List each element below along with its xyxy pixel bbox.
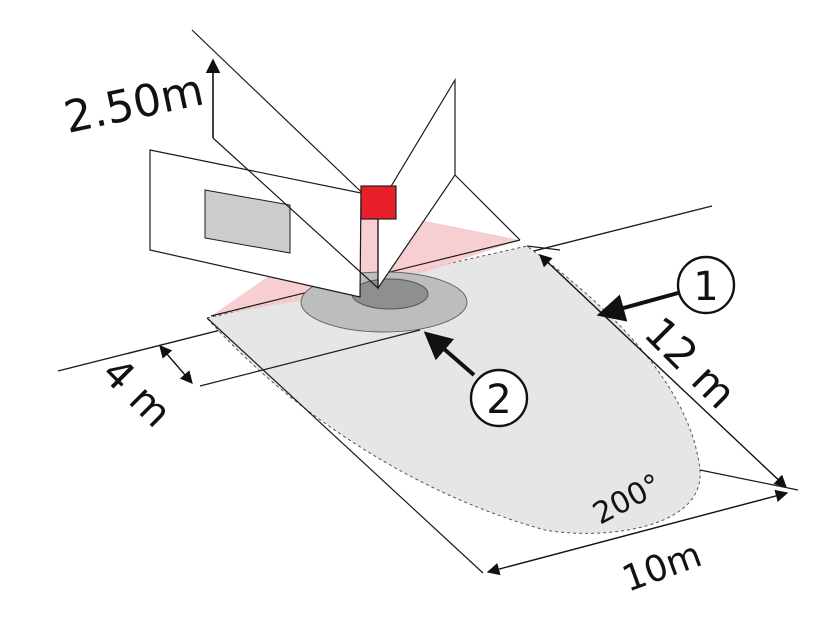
detection-cone [211,208,520,316]
corner-wall-edge [454,174,521,241]
callout-2-circle [469,368,529,428]
dim-12m-extension [526,245,561,251]
range-width-label: 10m [617,534,707,600]
wall-diagonal [191,29,379,209]
core-inner-ellipse [351,278,429,310]
callout-1-arrow [596,291,679,322]
callout-1-circle [676,255,736,315]
callout-1-label: 1 [693,264,718,310]
window [204,189,291,254]
mount-height-label: 2.50m [60,65,208,144]
sensor-icon [360,185,397,220]
coverage-left-edge [206,317,484,574]
dim-10m [486,489,789,576]
callout-2-label: 2 [486,377,511,423]
dim-12m-tick [699,469,799,491]
near-depth-label: 4 m [93,350,180,437]
dim-12m [539,254,787,488]
near-boundary-line [199,329,421,387]
dim-4m [159,345,193,384]
height-line [212,137,379,289]
callout-2-arrow [423,331,476,377]
